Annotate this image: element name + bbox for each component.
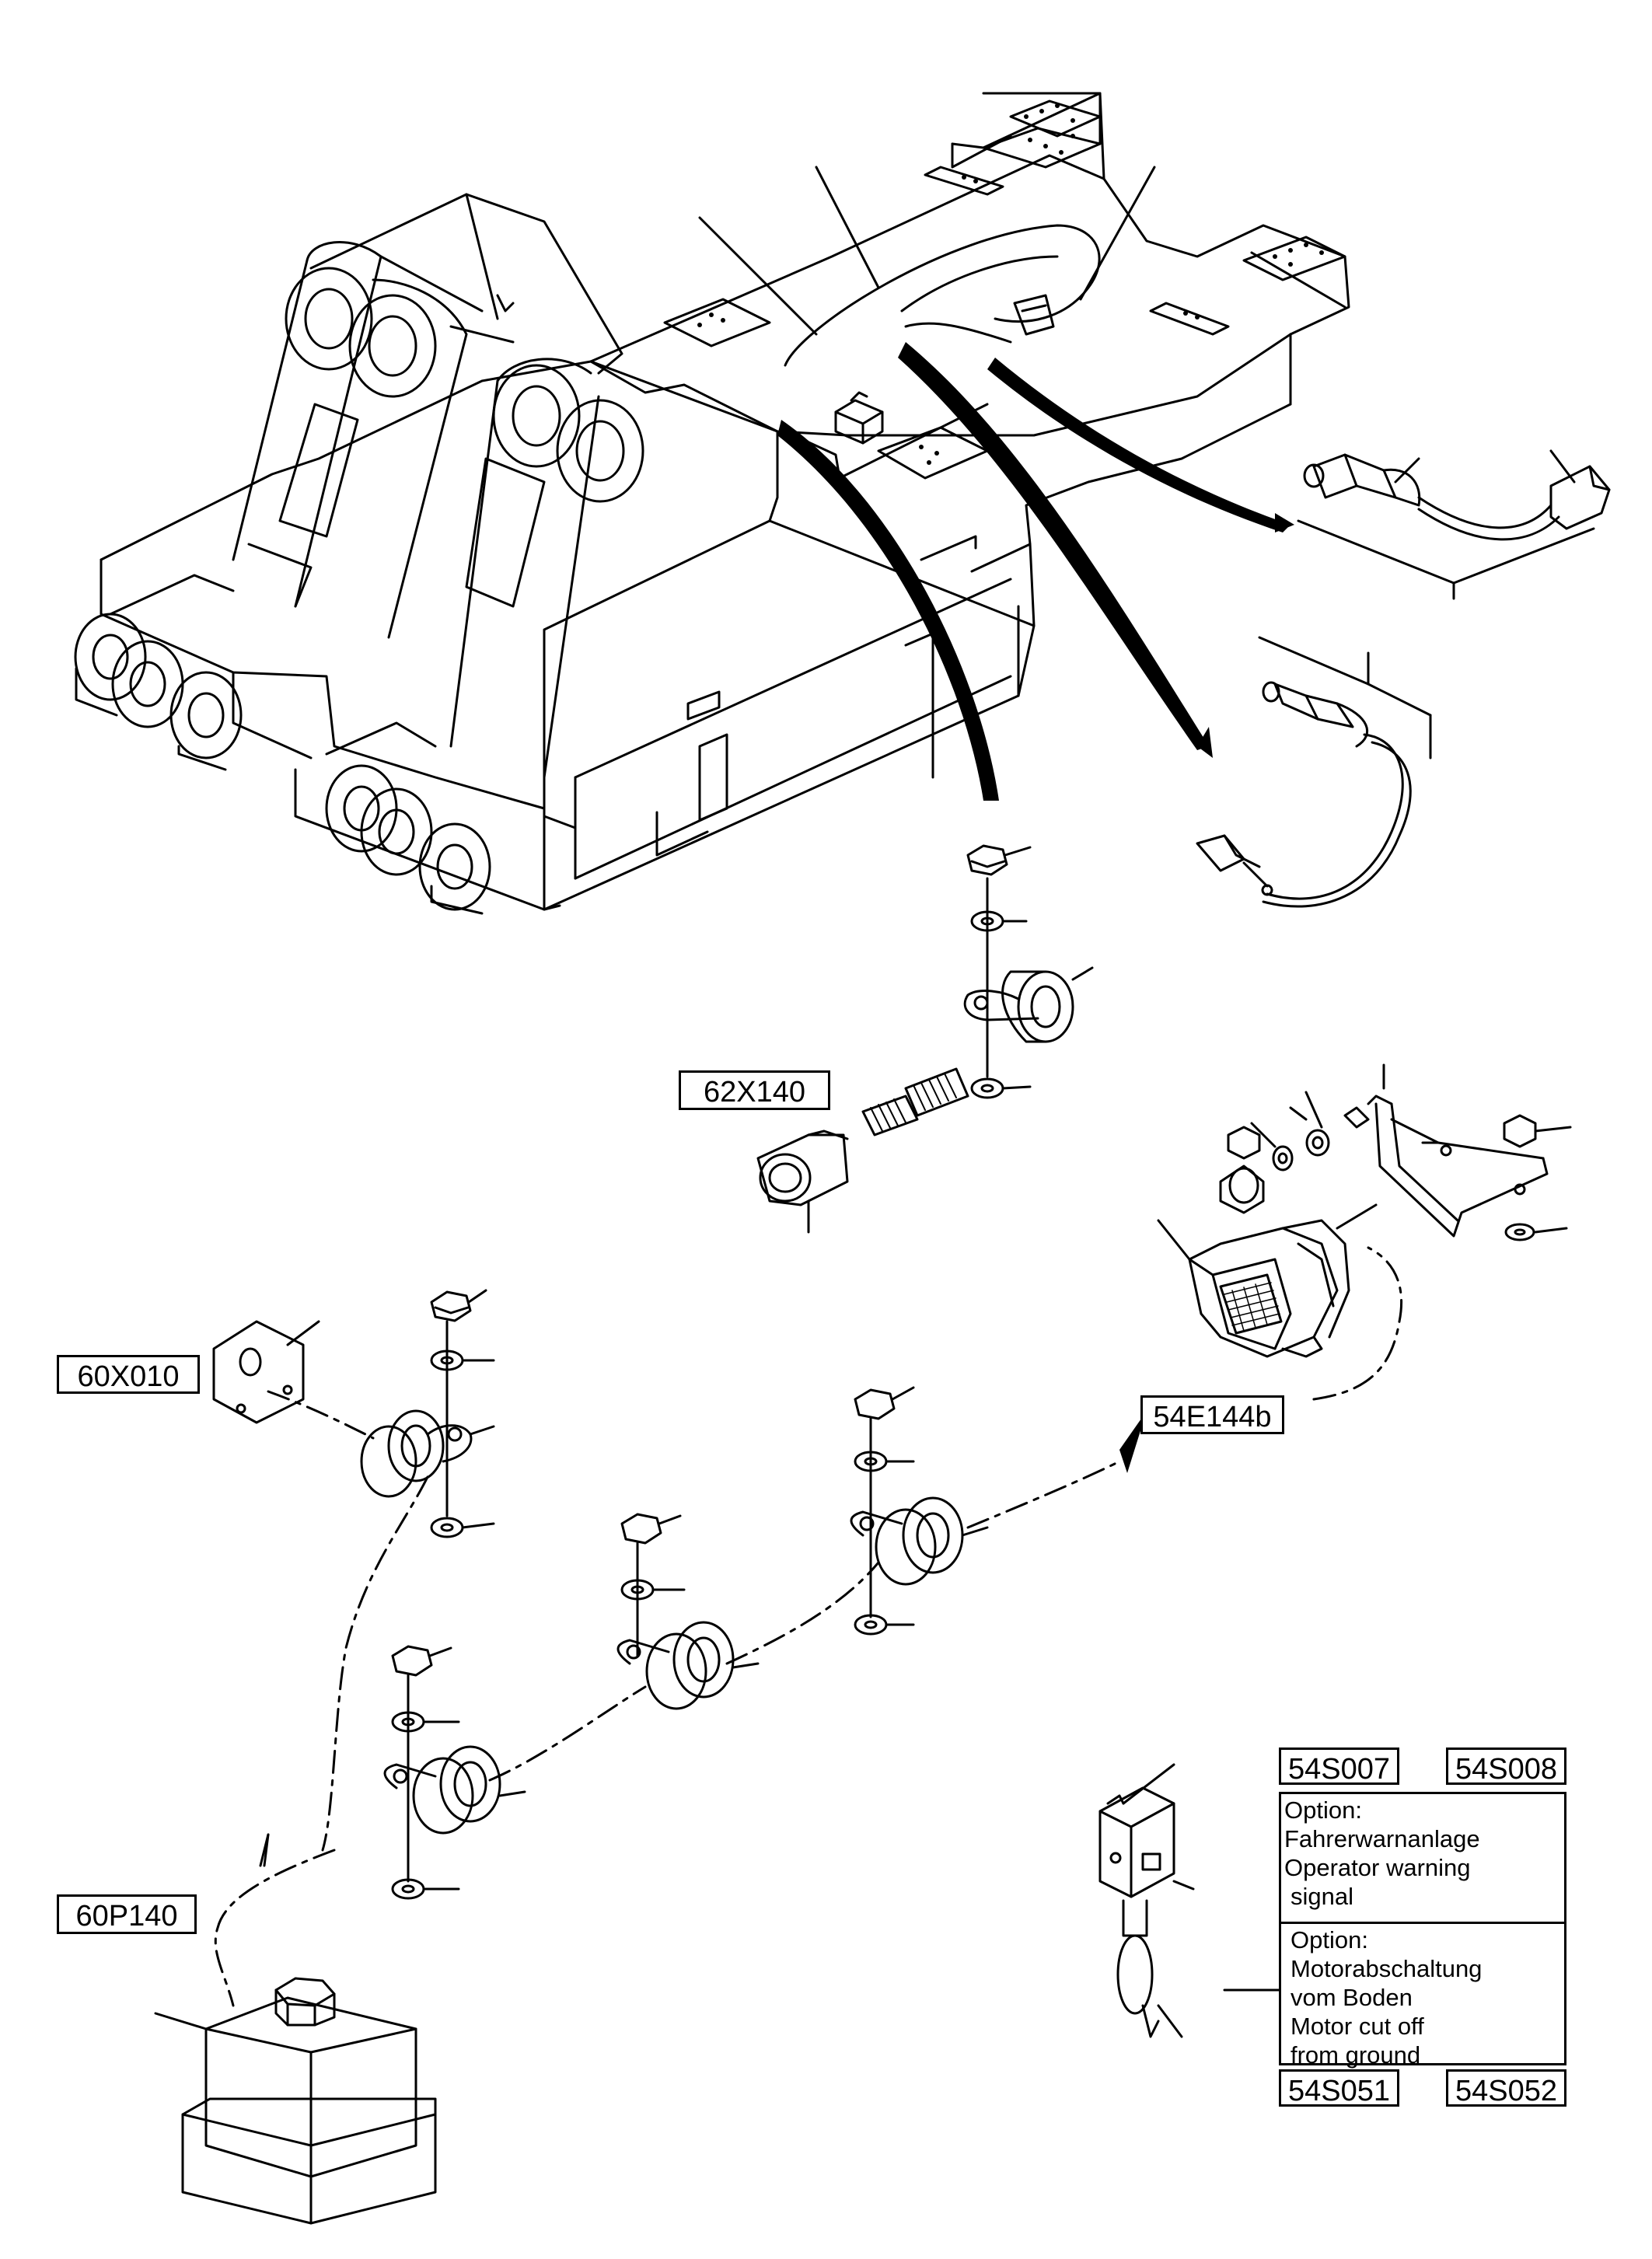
note-warning-line-3: Operator warning — [1284, 1854, 1471, 1881]
note-motor-cut-off: Option: Motorabschaltung vom Boden Motor… — [1279, 1922, 1566, 2069]
tag-switch-2: 54S008 — [1446, 1747, 1566, 1785]
machine-frame — [74, 92, 1350, 915]
connector-clamp-assembly — [756, 844, 1094, 1234]
harness-arrow-to-lamp — [1119, 1411, 1147, 1473]
note-cutoff-line-5: from ground — [1291, 2041, 1421, 2069]
harness-route — [214, 1246, 1403, 2007]
note-warning-line-2: Fahrerwarnanlage — [1284, 1825, 1480, 1852]
ground-switch — [1098, 1763, 1284, 2038]
tag-lamp: 54E144b — [1140, 1395, 1284, 1434]
pressure-sensor-lower — [1196, 636, 1432, 908]
note-cutoff-line-3: vom Boden — [1291, 1984, 1413, 2011]
note-cutoff-line-4: Motor cut off — [1291, 2013, 1424, 2040]
warning-lamp-assembly — [1157, 1063, 1572, 1358]
tag-switch-4: 54S052 — [1446, 2069, 1566, 2107]
junction-block — [154, 1833, 437, 2225]
tag-connector: 62X140 — [679, 1070, 830, 1110]
note-cutoff-line-2: Motorabschaltung — [1291, 1955, 1483, 1982]
harness-clamps — [383, 1386, 989, 1900]
note-warning-line-4: signal — [1291, 1883, 1353, 1910]
note-warning-line-1: Option: — [1284, 1796, 1362, 1824]
note-cutoff-line-1: Option: — [1291, 1926, 1368, 1953]
note-operator-warning: Option: Fahrerwarnanlage Operator warnin… — [1279, 1792, 1566, 1924]
tag-switch-3: 54S051 — [1279, 2069, 1399, 2107]
bracket-assembly — [212, 1289, 495, 1538]
tag-block: 60P140 — [57, 1894, 197, 1934]
pressure-sensor-upper — [1297, 449, 1611, 600]
tag-bracket: 60X010 — [57, 1355, 200, 1394]
harness-arrows — [777, 342, 1294, 801]
tag-switch-1: 54S007 — [1279, 1747, 1399, 1785]
leader-lines-top — [698, 166, 1156, 336]
